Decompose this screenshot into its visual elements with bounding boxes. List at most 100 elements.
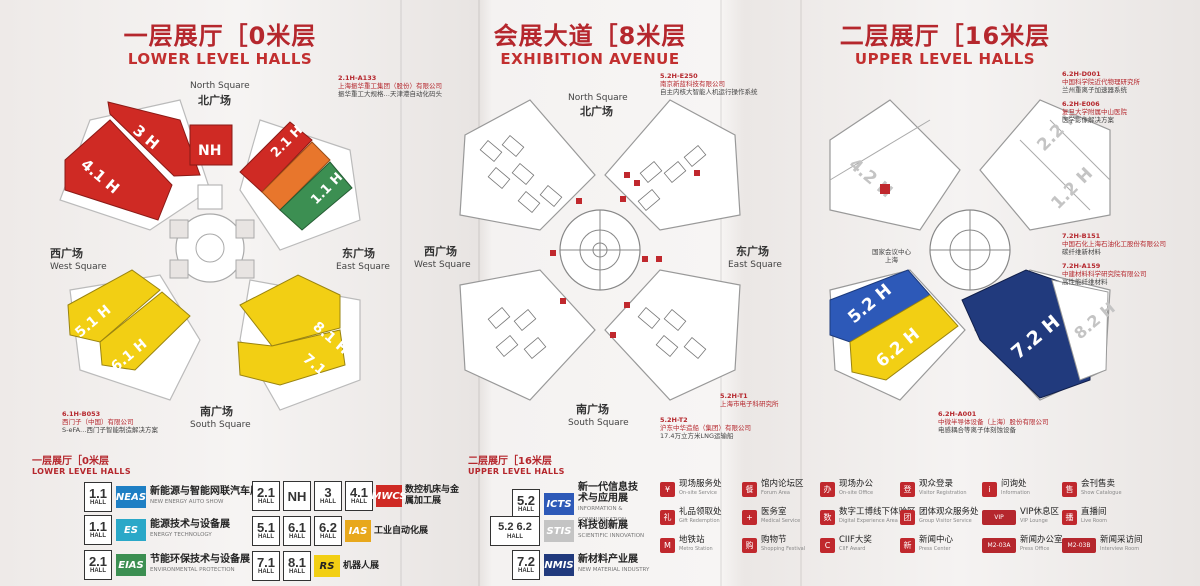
hall-51h-shape[interactable] bbox=[67, 269, 161, 343]
hall-11h-shape[interactable] bbox=[279, 161, 353, 231]
hall-3h-shape[interactable] bbox=[107, 101, 201, 177]
callout-company: 复旦大学附属中山医院 bbox=[1062, 108, 1127, 116]
service-icon: 售 bbox=[1062, 481, 1077, 497]
callout-code: 7.2H-A159 bbox=[1062, 262, 1101, 270]
north-square-en: North Square bbox=[568, 93, 628, 103]
east-square-en: East Square bbox=[728, 260, 782, 270]
legend-title-cn: 二层展厅［16米层 bbox=[468, 456, 552, 467]
ias-logo: IAS bbox=[345, 520, 371, 542]
hall-71h-shape[interactable] bbox=[237, 329, 346, 386]
callout-company: 中微半导体设备（上海）股份有限公司 bbox=[938, 418, 1049, 426]
south-square-en: South Square bbox=[568, 418, 629, 428]
es-logo: ES bbox=[116, 519, 146, 541]
west-square-cn: 西广场 bbox=[50, 247, 83, 260]
hall-62h-shape[interactable] bbox=[849, 294, 959, 381]
hall-81h-shape[interactable] bbox=[239, 274, 341, 347]
panel-avenue-title: 会展大道［8米层 EXHIBITION AVENUE bbox=[480, 22, 700, 68]
south-square-en: South Square bbox=[190, 420, 251, 430]
service-icon: VIP bbox=[982, 509, 1016, 525]
neas-logo: NEAS bbox=[116, 486, 146, 508]
hall-21h-orange[interactable] bbox=[261, 141, 331, 211]
legend-text: 数控机床与金属加工展 bbox=[405, 485, 460, 506]
service-icon: 新 bbox=[900, 537, 915, 553]
legend-title-cn: 一层展厅［0米层 bbox=[32, 456, 109, 467]
service-icon: 购 bbox=[742, 537, 757, 553]
callout-company: 上海振华重工集团（股份）有限公司 bbox=[338, 82, 442, 90]
service-icon: M2-03A bbox=[982, 537, 1016, 553]
center-cn: 国家会议中心 bbox=[872, 248, 911, 256]
mwcs-logo: MWCS bbox=[371, 485, 407, 507]
callout-company: 南京新蓝科技有限公司 bbox=[660, 80, 725, 88]
callout-desc: 兰州重离子加速器系统 bbox=[1062, 86, 1127, 94]
callout-code: 2.1H-A133 bbox=[338, 74, 377, 82]
east-square-en: East Square bbox=[336, 262, 390, 272]
hall-nh-shape[interactable] bbox=[189, 124, 233, 166]
title-en: UPPER LEVEL HALLS bbox=[854, 50, 1036, 68]
eias-logo: EIAS bbox=[116, 554, 146, 576]
legend-title-en: UPPER LEVEL HALLS bbox=[468, 467, 565, 476]
hall-21h-shape[interactable] bbox=[239, 121, 313, 193]
hall-82h-shape[interactable] bbox=[1051, 279, 1109, 381]
service-icon: 播 bbox=[1062, 509, 1077, 525]
callout-72h-a159: 7.2H-A159 中建材料科学研究院有限公司 高性能纤维材料 bbox=[1062, 262, 1147, 286]
callout-52h-t1: 5.2H-T1 上海市电子科研究所 bbox=[720, 392, 779, 408]
hall-41h-shape[interactable] bbox=[64, 119, 173, 221]
title-en: EXHIBITION AVENUE bbox=[500, 50, 680, 68]
callout-company: 西门子（中国）有限公司 bbox=[62, 418, 134, 426]
rs-logo: RS bbox=[314, 555, 340, 577]
service-icon: + bbox=[742, 509, 757, 525]
title-cn: 一层展厅［0米层 bbox=[123, 22, 317, 50]
callout-company: 沪东中华造船（集团）有限公司 bbox=[660, 424, 751, 432]
service-icon: M bbox=[660, 537, 675, 553]
north-square-cn: 北广场 bbox=[198, 94, 231, 107]
service-icon: i bbox=[982, 481, 997, 497]
hub-inner bbox=[195, 233, 225, 263]
legend-lower-title: 一层展厅［0米层 LOWER LEVEL HALLS bbox=[32, 452, 131, 476]
medical-marker bbox=[880, 184, 890, 194]
callout-desc: 医学影像解决方案 bbox=[1062, 116, 1114, 124]
avenue-level-map bbox=[459, 99, 741, 401]
callout-52h-e250: 5.2H-E250 南京新蓝科技有限公司 自主内核大智能人机运行操作系统 bbox=[660, 72, 758, 96]
callout-desc: 高性能纤维材料 bbox=[1062, 278, 1108, 286]
west-square-cn: 西广场 bbox=[424, 245, 457, 258]
service-icon: 礼 bbox=[660, 509, 675, 525]
service-icon: 登 bbox=[900, 481, 915, 497]
callout-company: 中国科学院近代物理研究所 bbox=[1062, 78, 1140, 86]
callout-62h-a001: 6.2H-A001 中微半导体设备（上海）股份有限公司 电感耦合等离子体刻蚀设备 bbox=[938, 410, 1049, 434]
callout-code: 5.2H-T2 bbox=[660, 416, 688, 424]
callout-code: 6.2H-D001 bbox=[1062, 70, 1101, 78]
callout-code: 7.2H-B151 bbox=[1062, 232, 1101, 240]
callout-61h-b053: 6.1H-B053 西门子（中国）有限公司 S-eFA…西门子智能制造解决方案 bbox=[62, 410, 158, 434]
callout-company: 上海市电子科研究所 bbox=[720, 400, 779, 408]
south-square-cn: 南广场 bbox=[576, 403, 609, 416]
hall-42h-outline bbox=[829, 99, 961, 231]
service-icon: 餐 bbox=[742, 481, 757, 497]
callout-52h-t2: 5.2H-T2 沪东中华造船（集团）有限公司 17.4万立方米LNG运输船 bbox=[660, 416, 751, 440]
hall-61h-shape[interactable] bbox=[99, 291, 191, 371]
callout-code: 5.2H-E250 bbox=[660, 72, 698, 80]
